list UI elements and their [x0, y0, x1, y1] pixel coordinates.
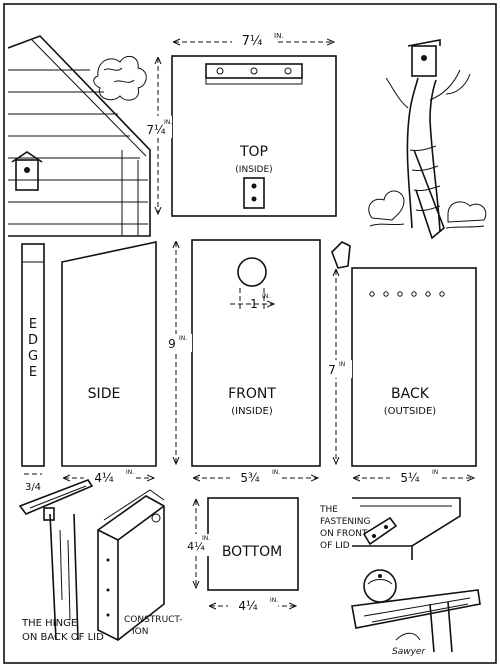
back-width-unit: IN [432, 469, 438, 476]
front-width-dimension: 5¾ [240, 471, 260, 485]
bottom-width-unit: IN. [270, 597, 278, 604]
front-height-unit: IN. [179, 335, 187, 342]
top-panel: TOP (INSIDE) [171, 55, 337, 217]
fastening-caption-line2: FASTENING [320, 517, 371, 527]
fastening-caption-line1: THE [319, 505, 338, 515]
front-panel: 1 IN. FRONT (INSIDE) [191, 239, 321, 467]
fastening-caption-line4: OF LID [320, 541, 350, 551]
bottom-height-unit: IN. [202, 535, 210, 542]
top-width-unit: IN. [274, 32, 284, 40]
top-panel-title: TOP [239, 144, 268, 160]
wall-birdhouse-icon [11, 151, 43, 191]
side-panel-title: SIDE [88, 386, 121, 402]
bottom-width-dimension: 4¼ [238, 599, 258, 613]
side-width-unit: IN. [126, 469, 134, 476]
top-panel-subtitle: (INSIDE) [235, 165, 272, 175]
side-width-dimension: 4¼ [94, 471, 114, 485]
entrance-hole-icon [237, 257, 267, 287]
hinge-caption-line1: THE HINGE [21, 618, 77, 629]
back-panel-title: BACK [391, 386, 430, 402]
construction-illustration [97, 489, 165, 641]
top-height-unit: IN. [164, 119, 172, 126]
fastening-detail-illustration [351, 497, 481, 653]
front-width-unit: IN. [272, 469, 280, 476]
hinge-icon [205, 63, 303, 85]
edge-width-dimension: 3/4 [25, 482, 41, 493]
lid-fastener-icon [243, 177, 265, 209]
top-height-dimension: 7¼ [146, 123, 166, 137]
knob-icon [363, 569, 397, 603]
back-height-unit: IN [339, 361, 345, 368]
top-width-dimension: 7¼ [242, 34, 263, 49]
construction-caption-line2: ION [132, 627, 148, 637]
hinge-caption-line2: ON BACK OF LID [22, 632, 104, 643]
fastening-caption-line3: ON FRONT [320, 529, 368, 539]
clip-detail-icon [331, 241, 351, 269]
back-height-dimension: 7 [328, 363, 336, 377]
fastener-plate-icon [362, 516, 398, 546]
construction-caption-line1: CONSTRUCT- [124, 615, 182, 625]
bottom-panel-title: BOTTOM [222, 544, 282, 560]
hinge-detail-illustration [18, 479, 94, 641]
back-panel-subtitle: (OUTSIDE) [384, 406, 437, 417]
hole-dimension: 1 [250, 297, 258, 311]
bottom-panel: BOTTOM [207, 497, 299, 591]
front-height-dimension: 9 [168, 337, 176, 351]
tree-birdhouse-icon [407, 39, 441, 77]
side-panel: SIDE [61, 241, 157, 467]
front-panel-title: FRONT [228, 386, 276, 402]
front-panel-subtitle: (INSIDE) [231, 406, 273, 417]
artist-signature: Sawyer [392, 647, 426, 657]
outer-frame [3, 3, 497, 664]
back-width-dimension: 5¼ [400, 471, 420, 485]
tree-birdhouse-illustration [368, 39, 487, 240]
hole-unit: IN. [262, 293, 270, 300]
back-panel: BACK (OUTSIDE) [351, 267, 477, 467]
bottom-height-dimension: 4¼ [187, 540, 205, 553]
house-wall-illustration [7, 35, 151, 237]
